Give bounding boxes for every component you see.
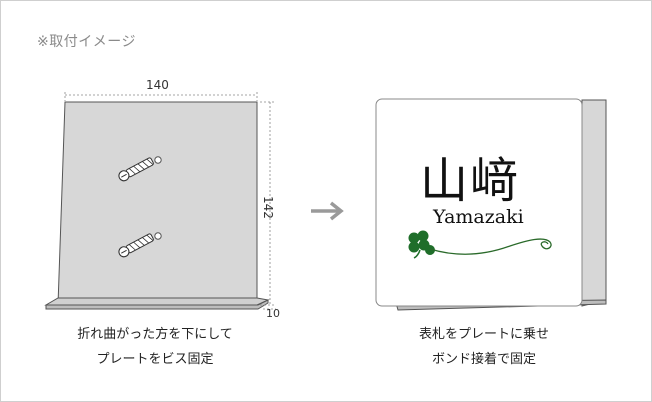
dimension-foot-label: 10 [266,307,280,320]
left-caption-line2: プレートをビス固定 [96,352,214,367]
right-caption-line2: ボンド接着で固定 [431,352,536,367]
vine-decoration [429,238,552,255]
dimension-lines [64,92,276,310]
right-caption: 表札をプレートに乗せ ボンド接着で固定 [384,322,584,372]
screw-icon [118,232,162,258]
left-caption-line1: 折れ曲がった方を下にして [77,327,233,342]
clover-icon [408,230,435,259]
left-caption: 折れ曲がった方を下にして プレートをビス固定 [50,322,260,372]
nameplate-japanese-name: 山﨑 [420,153,521,209]
bracket-plate-left [44,101,270,310]
nameplate-romaji-name: Yamazaki [433,206,524,228]
page-title: ※取付イメージ [37,34,136,50]
dimension-height-label: 142 [261,196,275,219]
screw-icon [118,156,162,182]
arrow-right-icon [311,201,344,221]
dimension-width-label: 140 [146,78,169,92]
right-caption-line1: 表札をプレートに乗せ [418,327,549,342]
